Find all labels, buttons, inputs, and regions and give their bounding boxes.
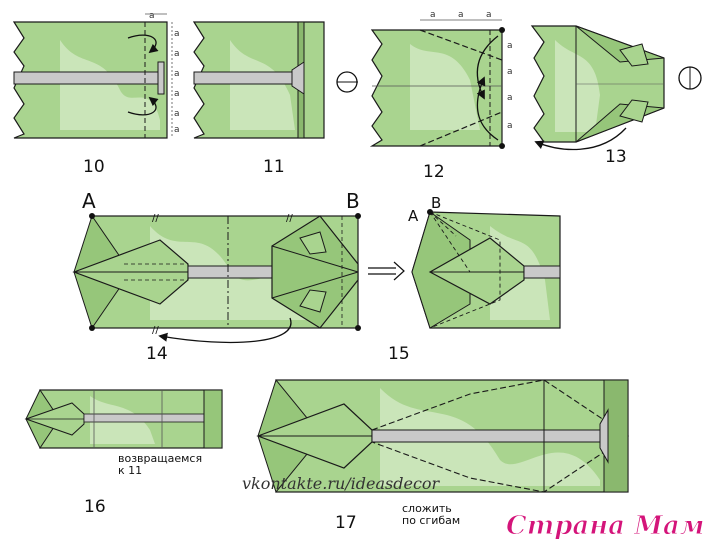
measure-label: a xyxy=(174,29,180,39)
step-16-figure xyxy=(24,388,223,450)
measure-label: a xyxy=(507,121,513,131)
measure-label: a xyxy=(458,10,464,20)
step-number-16: 16 xyxy=(84,497,106,517)
measure-label: a xyxy=(430,10,436,20)
measure-label: a xyxy=(507,67,513,77)
measure-label: a xyxy=(149,11,155,21)
step-14-figure: // // // xyxy=(72,213,361,344)
step-number-14: 14 xyxy=(146,344,168,364)
corner-label-b: B xyxy=(346,189,360,213)
step-15-figure xyxy=(411,209,561,329)
step-number-12: 12 xyxy=(423,162,445,182)
corner-label-a: A xyxy=(408,207,419,225)
step-number-15: 15 xyxy=(388,344,410,364)
corner-label-a: A xyxy=(82,189,96,213)
measure-label: a xyxy=(174,89,180,99)
step-number-10: 10 xyxy=(83,157,105,177)
measure-label: a xyxy=(174,109,180,119)
measure-label: a xyxy=(174,49,180,59)
svg-text://: // xyxy=(152,213,159,224)
fold-note: сложить xyxy=(402,502,452,515)
fold-note: по сгибам xyxy=(402,514,460,527)
corner-label-b: B xyxy=(431,194,441,212)
measure-label: a xyxy=(174,125,180,135)
credit-text: vkontakte.ru/ideasdecor xyxy=(242,474,441,493)
transition-arrow xyxy=(368,261,405,281)
measure-label: a xyxy=(174,69,180,79)
site-logo: Страна Мам . ру xyxy=(506,511,712,541)
step-number-11: 11 xyxy=(263,157,285,177)
step-12-figure: a a a a a a a xyxy=(369,10,513,149)
step-13-figure xyxy=(530,25,702,151)
step-10-figure: a a a a a a a xyxy=(12,11,180,139)
measure-label: a xyxy=(507,93,513,103)
step-11-figure xyxy=(192,21,358,139)
return-note: к 11 xyxy=(118,464,142,477)
svg-text://: // xyxy=(152,325,159,336)
measure-label: a xyxy=(507,41,513,51)
step-number-17: 17 xyxy=(335,513,357,533)
step-17-figure xyxy=(256,378,629,494)
measure-label: a xyxy=(486,10,492,20)
step-number-13: 13 xyxy=(605,147,627,167)
return-note: возвращаемся xyxy=(118,452,202,465)
svg-text://: // xyxy=(286,213,293,224)
